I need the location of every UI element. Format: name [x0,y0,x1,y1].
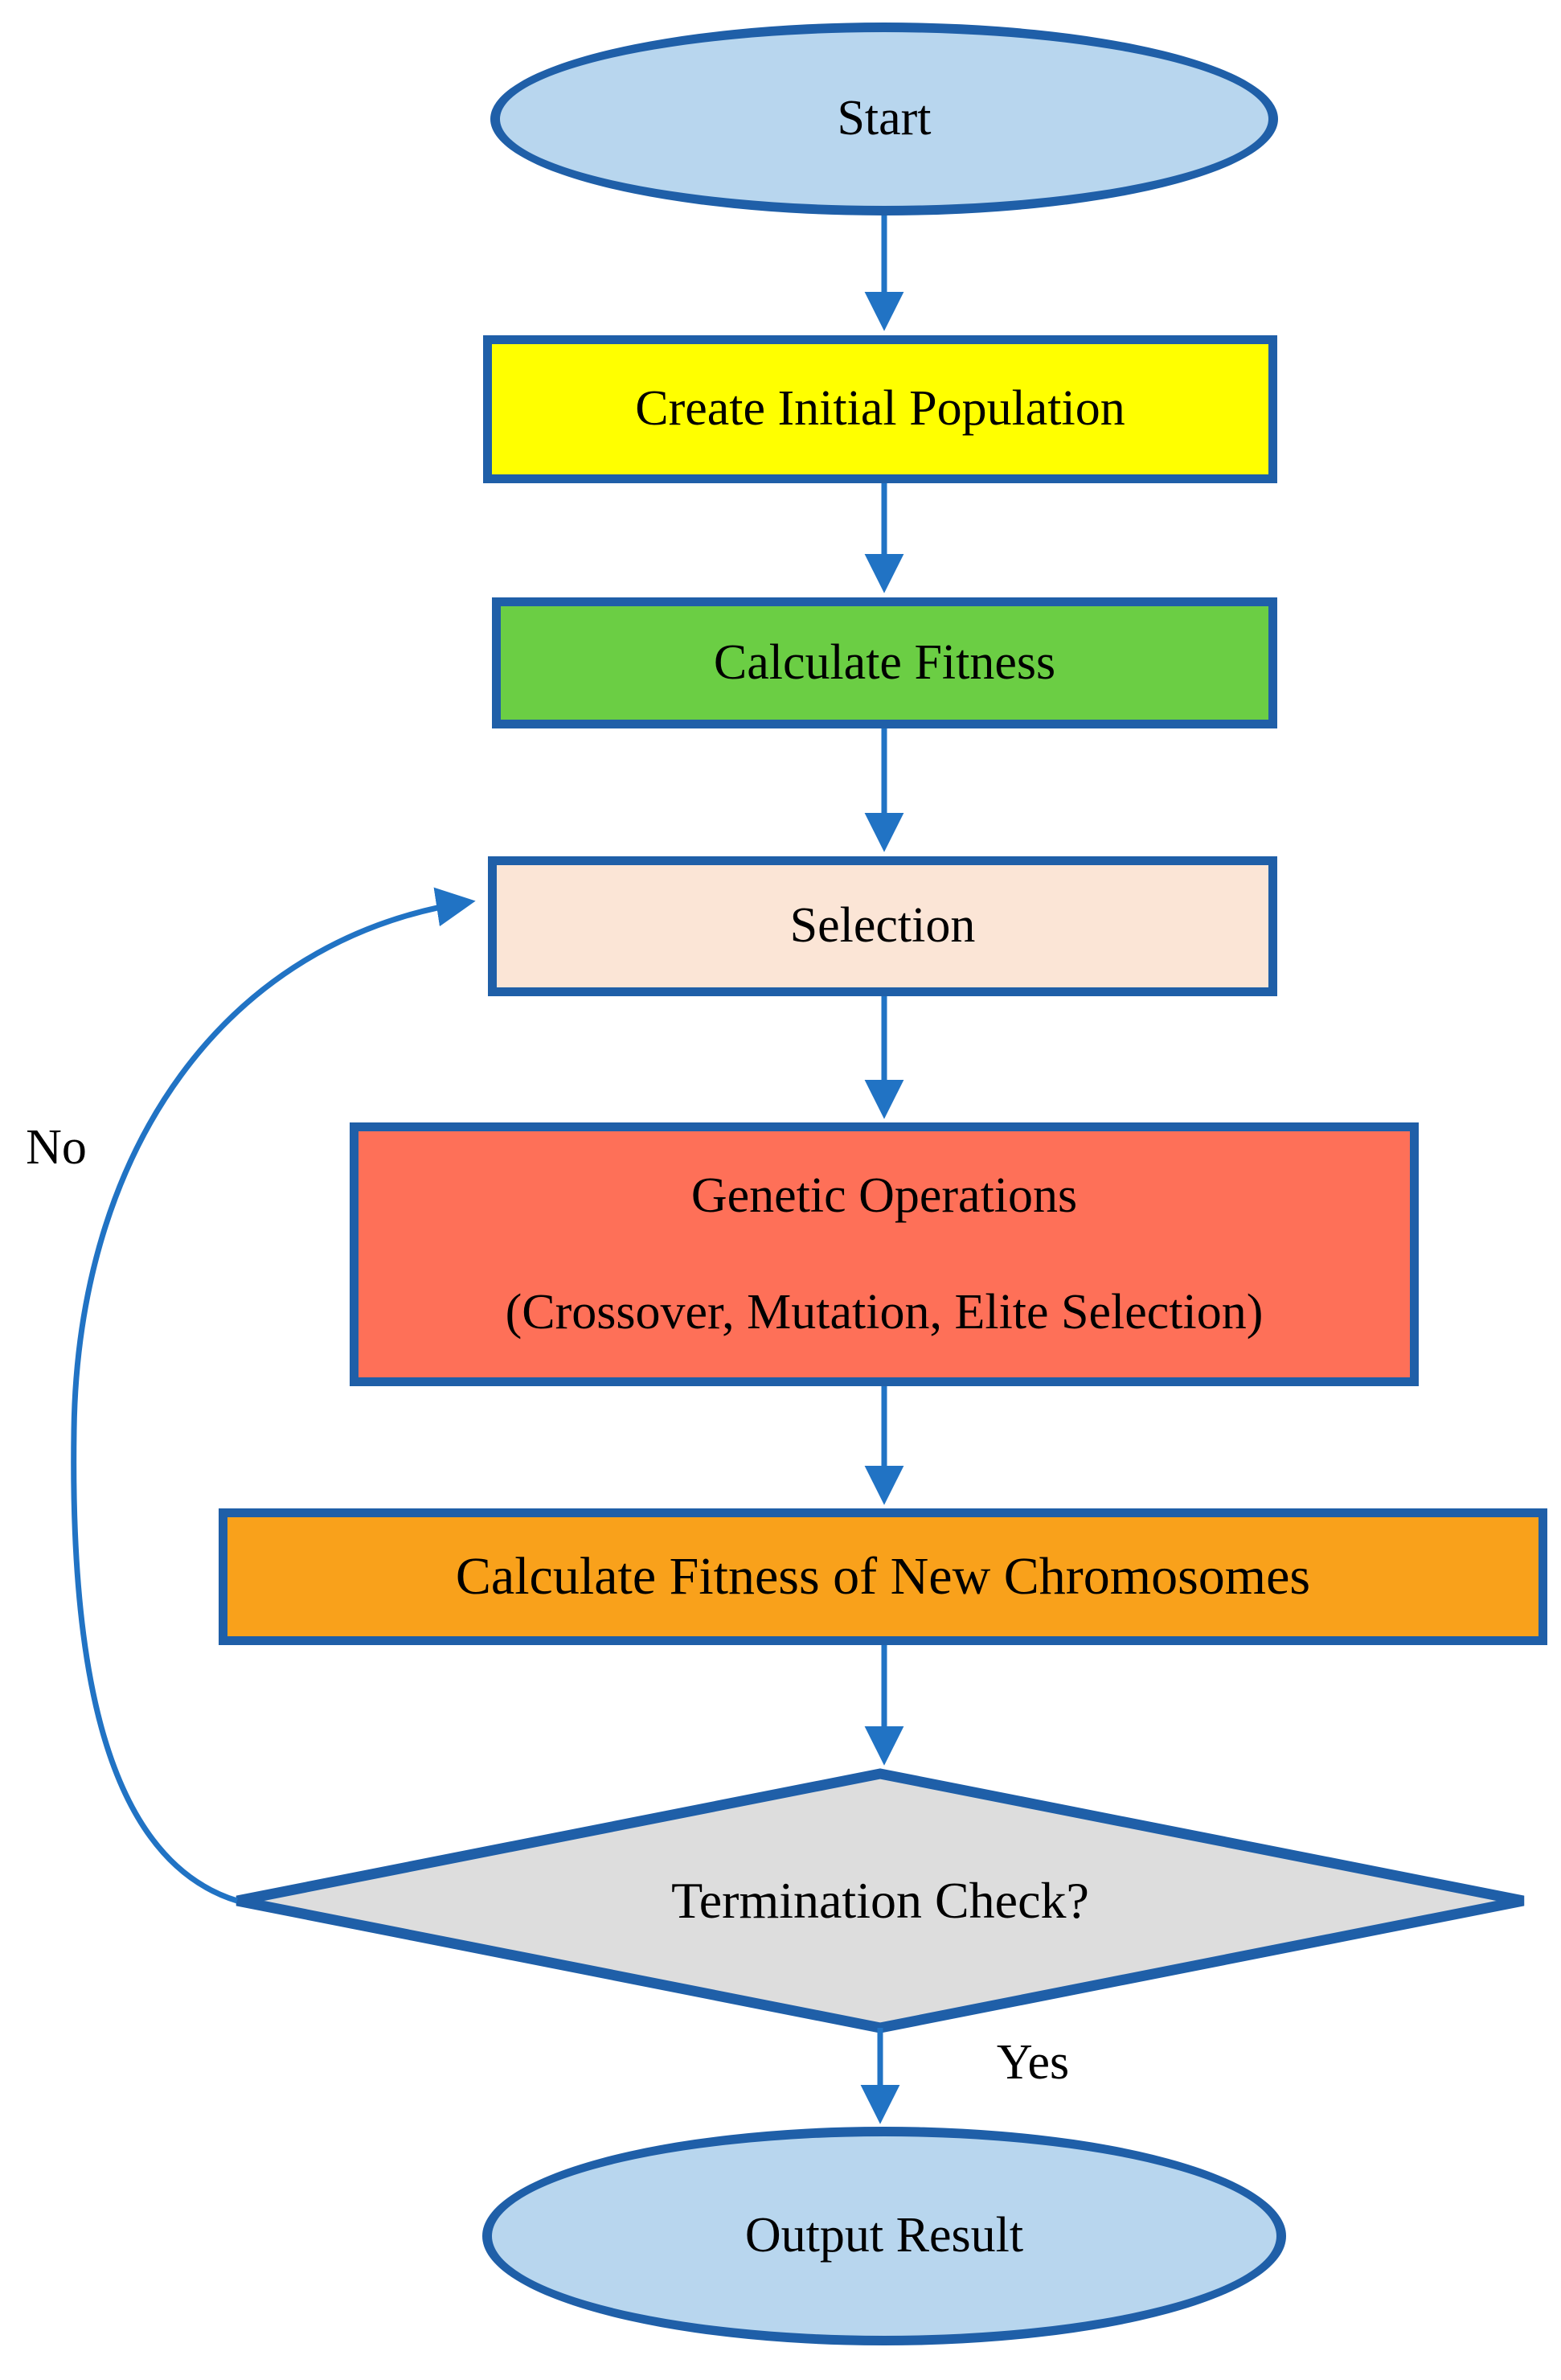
node-genetic-operations: Genetic Operations (Crossover, Mutation,… [350,1122,1419,1386]
node-selection: Selection [488,856,1277,996]
node-output-result: Output Result [482,2127,1286,2345]
node-start-label: Start [837,91,932,146]
node-genetic-operations-label: Genetic Operations [690,1167,1078,1223]
edge-label-yes: Yes [996,2035,1070,2090]
node-calculate-fitness-label: Calculate Fitness [713,634,1056,690]
edge-label-no: No [26,1120,87,1175]
node-termination-check: Termination Check? [237,1774,1523,2028]
node-create-initial-population: Create Initial Population [483,335,1277,483]
edge-termination-to-selection-no [71,887,476,1904]
node-genetic-operations-sublabel: (Crossover, Mutation, Elite Selection) [505,1285,1264,1340]
node-calculate-fitness-new-chromosomes-label: Calculate Fitness of New Chromosomes [455,1547,1311,1606]
node-output-result-label: Output Result [744,2208,1024,2263]
node-selection-label: Selection [789,898,976,954]
node-calculate-fitness: Calculate Fitness [492,597,1277,728]
node-create-initial-population-label: Create Initial Population [635,381,1125,437]
node-calculate-fitness-new-chromosomes: Calculate Fitness of New Chromosomes [219,1508,1547,1645]
node-termination-check-label: Termination Check? [671,1872,1089,1929]
node-start: Start [490,23,1278,215]
